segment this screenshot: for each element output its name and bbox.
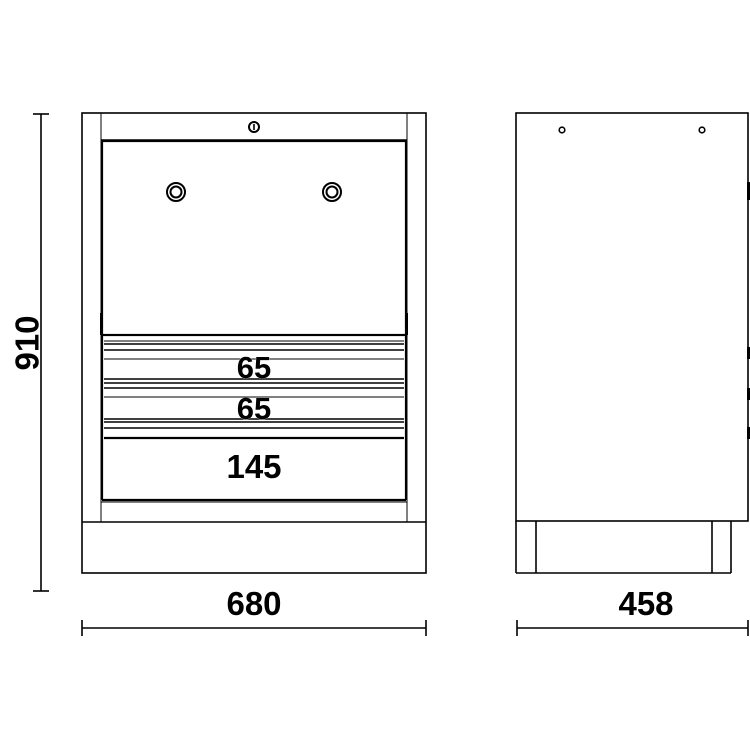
hinge-left (100, 313, 103, 335)
door-knob-left-icon (166, 182, 186, 202)
hinge-right (405, 313, 408, 335)
height-dimension-label: 910 (9, 315, 46, 370)
door-knob-right-icon (322, 182, 342, 202)
drawer-3: 145 (102, 421, 406, 502)
lock-icon (248, 121, 260, 133)
side-depth-label: 458 (618, 585, 673, 622)
side-hole-right-icon (698, 126, 706, 134)
side-protrusion-1 (747, 182, 750, 200)
front-outer-frame (81, 112, 427, 574)
side-panel (515, 112, 749, 522)
side-plinth (515, 521, 732, 574)
drawer-2-height-label: 65 (237, 391, 271, 426)
side-protrusion-2 (747, 347, 750, 359)
cabinet-door (100, 139, 408, 337)
side-depth-dimension: 458 (516, 585, 749, 636)
front-width-label: 680 (226, 585, 281, 622)
drawer-3-height-label: 145 (226, 448, 281, 485)
height-dimension: 910 (9, 113, 49, 592)
front-view: 65 65 145 (81, 112, 427, 574)
side-protrusion-3 (747, 388, 750, 400)
drawer-2: 65 (104, 382, 404, 426)
drawer-1-height-label: 65 (237, 350, 271, 385)
front-width-dimension: 680 (81, 585, 427, 636)
side-protrusion-4 (747, 427, 750, 439)
side-view (515, 112, 750, 574)
drawer-1: 65 (104, 340, 404, 385)
side-hole-left-icon (558, 126, 566, 134)
